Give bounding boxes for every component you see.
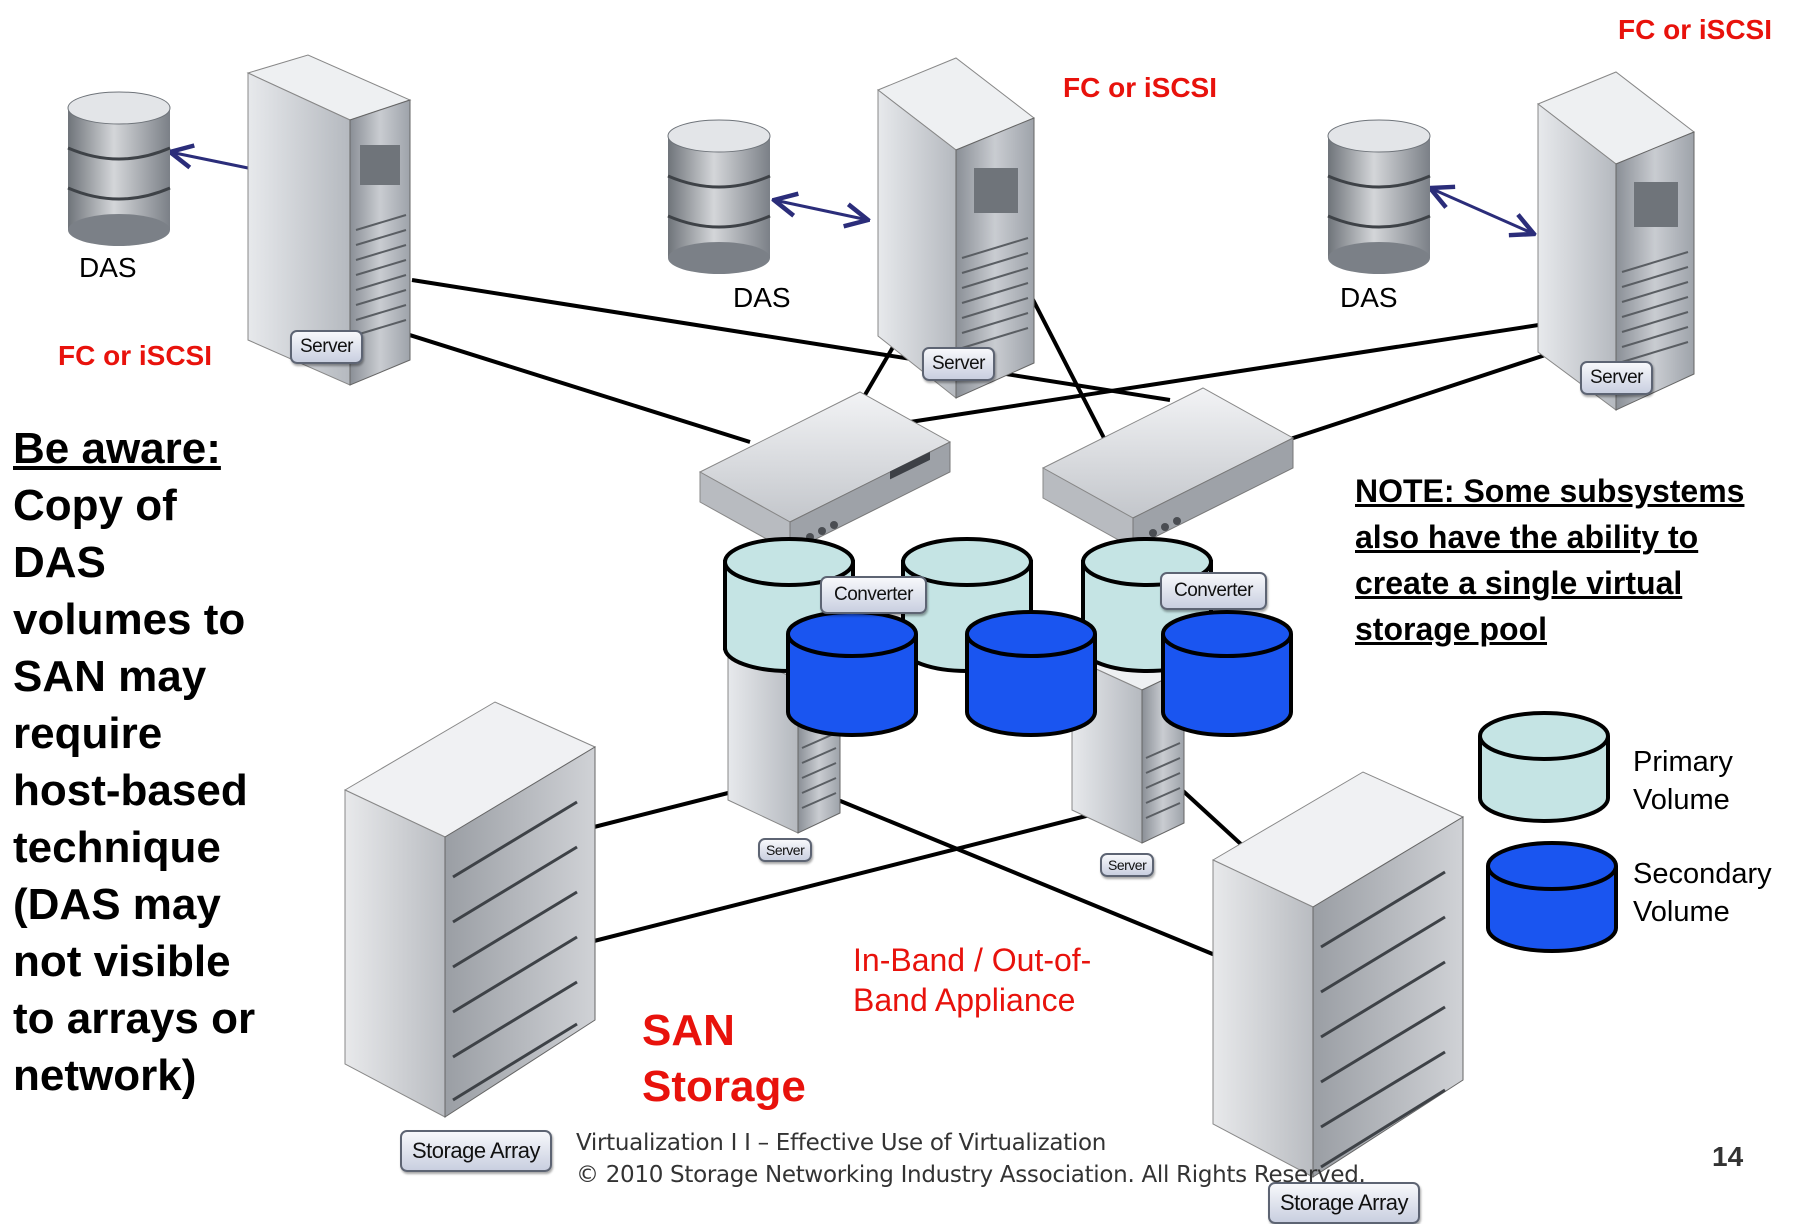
san-storage-line: Storage [642, 1062, 806, 1111]
das-disk-center [667, 119, 771, 274]
legend-secondary-line: Secondary [1633, 858, 1772, 890]
das-label-center: DAS [733, 282, 791, 313]
das-disk-right [1327, 119, 1431, 274]
left-note-line: not visible [13, 937, 231, 986]
link-server-center-to-switch-right [1026, 289, 1107, 441]
footer-line-1: Virtualization I I – Effective Use of Vi… [576, 1130, 1107, 1156]
server-label-left: Server [290, 330, 363, 364]
right-note-line: create a single virtual [1355, 565, 1683, 601]
left-note-line: volumes to [13, 595, 246, 644]
secondary-volume-3 [1161, 610, 1293, 737]
protocol-label-top-center: FC or iSCSI [1063, 72, 1218, 103]
footer-line-2: © 2010 Storage Networking Industry Assoc… [576, 1162, 1366, 1188]
server-tower-center [877, 57, 1035, 400]
appliance-label: In-Band / Out-of- Band Appliance [853, 940, 1153, 1020]
legend-secondary-volume-icon [1486, 841, 1618, 953]
secondary-volume-1 [786, 610, 918, 737]
legend-secondary-line: Volume [1633, 896, 1730, 928]
left-note-line: network) [13, 1051, 197, 1100]
server-label-appliance-right: Server [1100, 853, 1155, 877]
converter-label-right: Converter [1160, 572, 1267, 610]
right-note-line: also have the ability to [1355, 519, 1699, 555]
san-storage-label: SAN Storage [642, 1003, 806, 1115]
left-note-heading: Be aware: [13, 424, 221, 473]
right-note-line: NOTE: Some subsystems [1355, 473, 1745, 509]
right-note-line: storage pool [1355, 611, 1548, 647]
das-label-left: DAS [79, 252, 137, 283]
right-note: NOTE: Some subsystems also have the abil… [1355, 468, 1813, 652]
legend-secondary-label: Secondary Volume [1633, 855, 1772, 931]
protocol-label-left: FC or iSCSI [58, 340, 213, 371]
das-label-right: DAS [1340, 282, 1398, 313]
storage-array-right [1211, 771, 1465, 1178]
left-note-line: require [13, 709, 163, 758]
storage-array-left [343, 701, 597, 1118]
footer: Virtualization I I – Effective Use of Vi… [576, 1127, 1366, 1191]
das-arrow-right [1430, 188, 1534, 234]
san-storage-line: SAN [642, 1006, 735, 1055]
switch-right [1041, 387, 1295, 549]
link-array-left-to-appliance-left [593, 790, 733, 829]
secondary-volume-2 [965, 610, 1097, 737]
left-note-line: Copy of [13, 481, 177, 530]
das-arrow-center [774, 200, 868, 220]
link-appliance-left-to-array-right [837, 798, 1216, 957]
switch-left [698, 391, 952, 553]
server-tower-left [246, 54, 412, 386]
link-array-left-to-appliance-right [593, 813, 1091, 943]
server-label-appliance-left: Server [758, 838, 813, 862]
left-note-line: SAN may [13, 652, 207, 701]
protocol-label-top-right: FC or iSCSI [1618, 14, 1773, 45]
link-server-right-to-switch-left [909, 320, 1559, 424]
page-number: 14 [1712, 1141, 1744, 1172]
server-tower-right [1537, 71, 1695, 411]
das-disk-left [67, 91, 171, 246]
left-note-line: to arrays or [13, 994, 256, 1043]
storage-array-label-left: Storage Array [400, 1130, 553, 1172]
server-label-right: Server [1580, 361, 1653, 395]
left-note: Be aware: Copy of DAS volumes to SAN may… [13, 420, 293, 1104]
server-label-center: Server [922, 347, 995, 381]
legend-primary-line: Volume [1633, 784, 1730, 816]
das-arrows [170, 152, 1534, 234]
appliance-line: Band Appliance [853, 982, 1076, 1018]
link-server-left-to-switch-right [411, 278, 1171, 402]
left-note-line: host-based [13, 766, 248, 815]
left-note-line: technique [13, 823, 221, 872]
legend-primary-label: Primary Volume [1633, 743, 1733, 819]
left-note-line: DAS [13, 538, 106, 587]
das-arrow-left [170, 152, 249, 170]
appliance-line: In-Band / Out-of- [853, 942, 1092, 978]
converter-label-left: Converter [820, 576, 927, 614]
legend-primary-line: Primary [1633, 746, 1733, 778]
legend-primary-volume-icon [1478, 711, 1610, 823]
left-note-line: (DAS may [13, 880, 221, 929]
